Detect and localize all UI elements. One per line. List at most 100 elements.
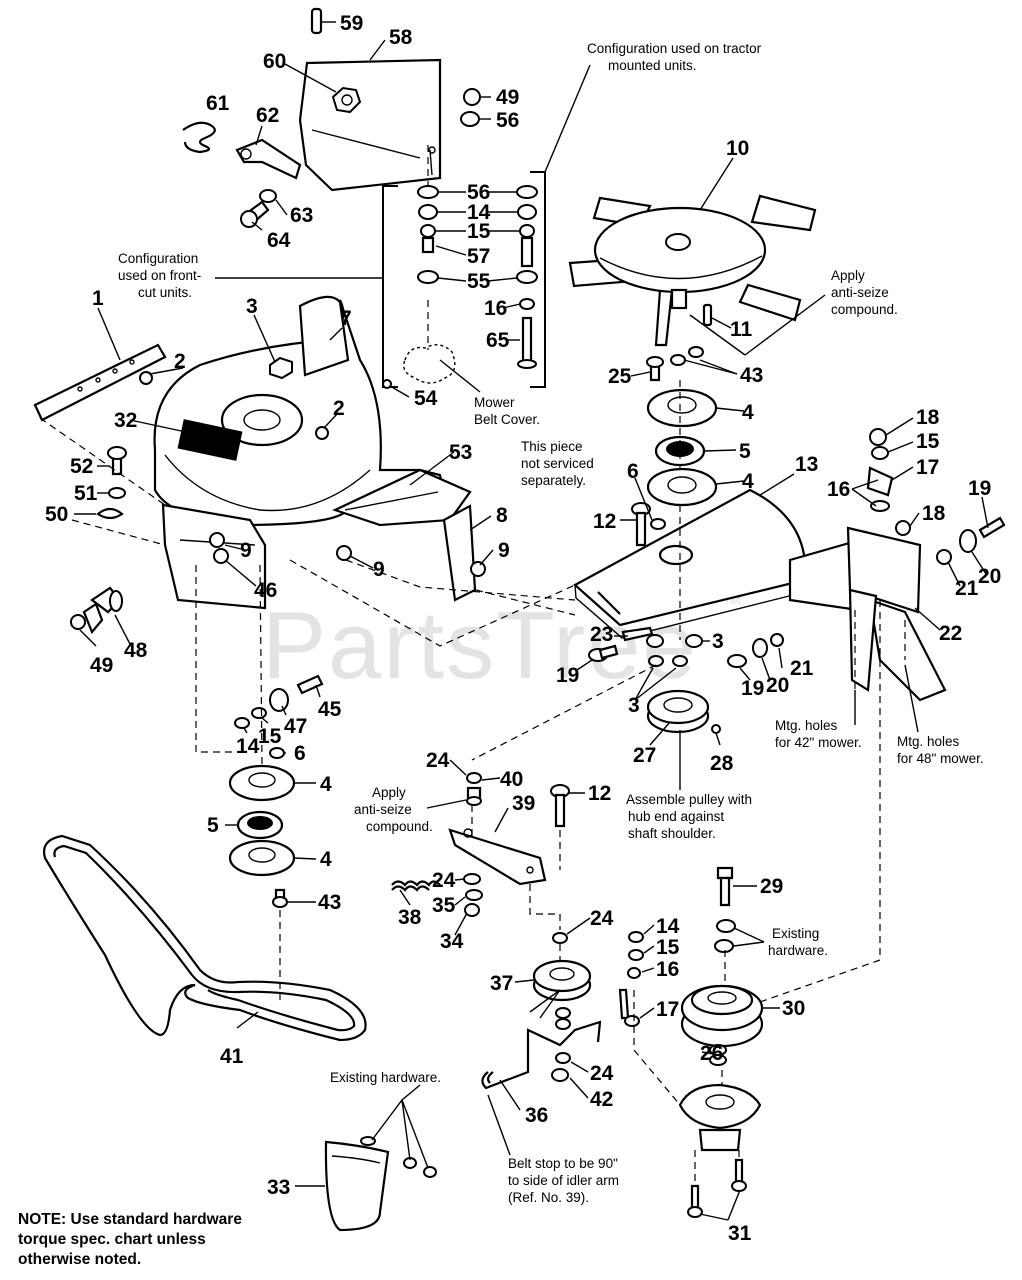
- callout-45: 45: [318, 698, 342, 721]
- callout-23: 23: [590, 623, 613, 646]
- part-12-bolt-right: [631, 502, 651, 547]
- svg-text:used on front-: used on front-: [118, 268, 201, 283]
- callout-31: 31: [728, 1222, 752, 1245]
- callout-51: 51: [74, 482, 98, 505]
- callout-5: 5: [207, 814, 219, 837]
- callout-22: 22: [939, 622, 962, 645]
- part-40-bushing: [466, 772, 482, 806]
- part-58-cover-plate: [298, 58, 442, 192]
- part-8-deflector: [442, 504, 477, 602]
- callout-29: 29: [760, 875, 783, 898]
- callout-53: 53: [449, 441, 472, 464]
- annotation-apply-antiseize-mid: Apply anti-seize compound.: [354, 785, 467, 834]
- callout-4: 4: [742, 401, 754, 424]
- svg-text:for 48" mower.: for 48" mower.: [897, 751, 984, 766]
- callout-24: 24: [590, 907, 614, 930]
- svg-text:Apply: Apply: [372, 785, 406, 800]
- callout-54: 54: [414, 387, 438, 410]
- part-10-blower-fan: [568, 194, 817, 347]
- callout-60: 60: [263, 50, 286, 73]
- svg-text:anti-seize: anti-seize: [831, 285, 889, 300]
- small-hardware-left-deck: [96, 379, 486, 577]
- callout-62: 62: [256, 104, 279, 127]
- callout-19: 19: [968, 477, 991, 500]
- svg-text:separately.: separately.: [521, 473, 586, 488]
- callout-49: 49: [496, 86, 519, 109]
- svg-text:for 42" mower.: for 42" mower.: [775, 735, 862, 750]
- callout-numbers: 59 58 60 49 56 61 62 63 64 56 14 15 57 5…: [45, 12, 1001, 1245]
- part-27-pulley: [646, 689, 721, 734]
- idler-small-hardware: [463, 873, 568, 944]
- gearbox-flange: [678, 1083, 762, 1152]
- part-29-bolt: [716, 866, 734, 907]
- annotation-belt-stop: Belt stop to be 90" to side of idler arm…: [508, 1156, 619, 1205]
- svg-text:not serviced: not serviced: [521, 456, 594, 471]
- callout-32: 32: [114, 409, 137, 432]
- spindle-upper-stack: [646, 346, 718, 507]
- part-2-screw-a: [139, 371, 153, 385]
- callout-57: 57: [467, 245, 490, 268]
- svg-text:Mower: Mower: [474, 395, 515, 410]
- part-3-nut-deck: [269, 356, 293, 380]
- part-60-nut: [331, 86, 362, 114]
- callout-16: 16: [827, 478, 850, 501]
- annotation-tractor-config: Configuration used on tractor mounted un…: [587, 41, 762, 73]
- callout-59: 59: [340, 12, 363, 35]
- callout-5: 5: [739, 440, 751, 463]
- annotation-mtg-48: Mtg. holes for 48" mower.: [897, 664, 984, 766]
- callout-4: 4: [742, 470, 754, 493]
- callout-28: 28: [710, 752, 734, 775]
- svg-text:hub end against: hub end against: [628, 809, 724, 824]
- callout-39: 39: [512, 792, 535, 815]
- part-41-drive-belt: [43, 834, 367, 1042]
- svg-text:anti-seize: anti-seize: [354, 802, 412, 817]
- svg-text:Mtg. holes: Mtg. holes: [897, 734, 960, 749]
- part-6-washer-right: [650, 518, 666, 530]
- callout-leaders: [74, 21, 989, 1221]
- part-49-nut-top: [463, 88, 481, 106]
- callout-15: 15: [258, 725, 282, 748]
- frontcut-config-bracket: [382, 185, 398, 388]
- part-39-idler-arm: [448, 828, 547, 886]
- callout-55: 55: [467, 270, 491, 293]
- callout-15: 15: [467, 220, 491, 243]
- assembly-dashed-lines: [39, 380, 906, 1186]
- part-13-mount-plate: [573, 488, 862, 639]
- callout-24: 24: [590, 1062, 614, 1085]
- svg-text:Apply: Apply: [831, 268, 865, 283]
- callout-3: 3: [628, 694, 640, 717]
- callout-36: 36: [525, 1104, 548, 1127]
- svg-text:compound.: compound.: [366, 819, 433, 834]
- callout-11: 11: [730, 318, 753, 341]
- callout-37: 37: [490, 972, 513, 995]
- callout-56: 56: [467, 181, 490, 204]
- svg-text:Belt stop to be 90": Belt stop to be 90": [508, 1156, 618, 1171]
- callout-19: 19: [556, 664, 579, 687]
- callout-1: 1: [92, 287, 104, 310]
- annotation-mower-belt-cover: Mower Belt Cover.: [474, 395, 540, 427]
- callout-24: 24: [432, 869, 456, 892]
- svg-text:mounted units.: mounted units.: [608, 58, 697, 73]
- callout-33: 33: [267, 1176, 290, 1199]
- part-63-washer: [259, 189, 277, 203]
- svg-text:to side of idler arm: to side of idler arm: [508, 1173, 619, 1188]
- callout-50: 50: [45, 503, 68, 526]
- annotation-mtg-42: Mtg. holes for 42" mower.: [775, 690, 862, 750]
- callout-58: 58: [389, 26, 413, 49]
- callout-63: 63: [290, 204, 313, 227]
- annotation-not-serviced: This piece not serviced separately.: [521, 439, 594, 488]
- callout-42: 42: [590, 1088, 613, 1111]
- part-37-idler-pulley: [532, 959, 592, 1030]
- existing-hardware-right: [714, 919, 736, 953]
- callout-12: 12: [588, 782, 611, 805]
- torque-spec-note: NOTE: Use standard hardware torque spec.…: [18, 1210, 298, 1270]
- clutch-stack-hardware: [618, 931, 644, 1027]
- svg-text:(Ref. No. 39).: (Ref. No. 39).: [508, 1190, 589, 1205]
- part-11-key: [702, 303, 713, 327]
- callout-10: 10: [726, 137, 749, 160]
- part-22-bracket: [846, 526, 947, 702]
- callout-17: 17: [916, 456, 939, 479]
- idler-lower-hardware: [551, 1052, 571, 1082]
- part-56-washer-top: [460, 111, 480, 127]
